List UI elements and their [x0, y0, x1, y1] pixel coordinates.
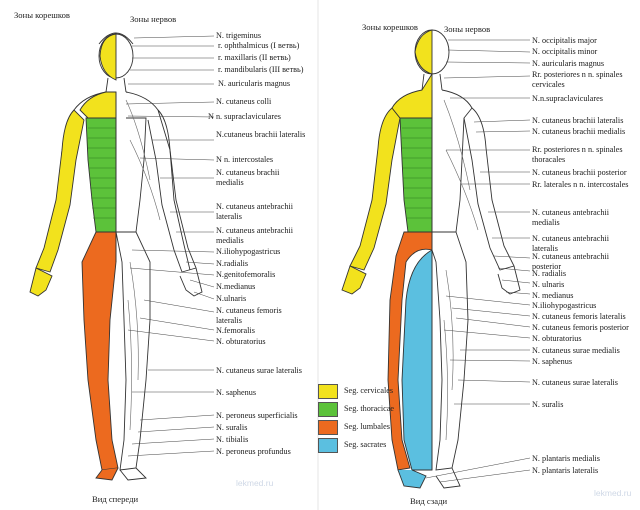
back-label: N. cutaneus surae medialis — [532, 346, 620, 355]
front-label: r. ophthalmicus (I ветвь) — [218, 41, 300, 50]
front-label: N. trigeminus — [216, 31, 262, 40]
front-label: N. saphenus — [216, 388, 257, 397]
front-label: N.medianus — [216, 282, 256, 291]
front-caption: Вид спереди — [92, 494, 139, 504]
front-label: N.ulnaris — [216, 294, 247, 303]
front-label: N. suralis — [216, 423, 248, 432]
legend-label: Seg. sacrates — [344, 440, 387, 449]
back-label: N. auricularis magnus — [532, 59, 605, 68]
back-label: N. occipitalis minor — [532, 47, 598, 56]
front-label: N.femoralis — [216, 326, 255, 335]
legend-swatch — [318, 402, 338, 417]
back-label: N.iliohypogastricus — [532, 301, 597, 310]
back-thoracic-zone — [399, 117, 433, 233]
back-figure — [341, 29, 521, 489]
front-label: N.radialis — [216, 259, 249, 268]
front-label: N. cutaneus brachii medialis — [216, 168, 280, 187]
legend-label: Seg. cervicales — [344, 386, 394, 395]
front-label: N. peroneus superficialis — [216, 411, 298, 420]
back-label: N. cutaneus femoris posterior — [532, 323, 629, 332]
watermark-back: lekmed.ru — [594, 488, 632, 498]
front-label: N. cutaneus surae lateralis — [216, 366, 302, 375]
back-label: N. occipitalis major — [532, 36, 597, 45]
back-label: N. plantaris lateralis — [532, 466, 599, 475]
front-arm-zone — [35, 109, 85, 273]
front-label: N.genitofemoralis — [216, 270, 276, 279]
legend-label: Seg. lumbales — [344, 422, 390, 431]
front-header-nerves: Зоны нервов — [130, 14, 177, 24]
legend-label: Seg. thoracicae — [344, 404, 395, 413]
back-label: N. saphenus — [532, 357, 573, 366]
back-label: N. ulnaris — [532, 280, 565, 289]
front-label: N n. supraclaviculares — [208, 112, 281, 121]
front-thoracic-zone — [85, 117, 117, 233]
back-label: N. radialis — [532, 269, 567, 278]
front-label: N. peroneus profundus — [216, 447, 291, 456]
back-label: N.n.supraclaviculares — [532, 94, 603, 103]
front-label: r. mandibularis (III ветвь) — [218, 65, 304, 74]
back-label: N. medianus — [532, 291, 574, 300]
front-head-zone — [99, 33, 117, 81]
legend-swatch — [318, 384, 338, 399]
back-label: N. cutaneus brachii medialis — [532, 127, 626, 136]
front-leg-zone — [81, 231, 119, 471]
front-label: N. obturatorius — [216, 337, 266, 346]
back-lumbar-zone — [387, 231, 433, 471]
back-label: N. cutaneus brachii posterior — [532, 168, 627, 177]
front-figure — [29, 32, 203, 481]
legend-swatch — [318, 438, 338, 453]
front-header-roots: Зоны корешков — [14, 10, 70, 20]
back-label: N. suralis — [532, 400, 564, 409]
back-label: Rr. posteriores n n. spinales thoracales — [532, 145, 623, 164]
front-label: N. tibialis — [216, 435, 249, 444]
front-label: r. maxillaris (II ветвь) — [218, 53, 291, 62]
front-label: N. auricularis magnus — [218, 79, 291, 88]
back-header-nerves: Зоны нервов — [444, 24, 491, 34]
front-leader-lines — [125, 35, 215, 457]
back-label: N. cutaneus brachii lateralis — [532, 116, 624, 125]
back-label: Rr. laterales n n. intercostales — [532, 180, 629, 189]
front-label: N. cutaneus antebrachii lateralis — [216, 202, 294, 221]
back-label: N. cutaneus antebrachii lateralis — [532, 234, 610, 253]
back-label: N. cutaneus antebrachii medialis — [532, 208, 610, 227]
front-label: N n. intercostales — [216, 155, 274, 164]
back-label: N. cutaneus surae lateralis — [532, 378, 618, 387]
front-label: N. cutaneus colli — [216, 97, 272, 106]
watermark-front: lekmed.ru — [236, 478, 274, 488]
back-label: N. cutaneus antebrachii posterior — [532, 252, 610, 271]
back-header-roots: Зоны корешков — [362, 22, 418, 32]
back-leader-lines — [425, 39, 531, 483]
back-label: N. plantaris medialis — [532, 454, 600, 463]
front-label: N.cutaneus brachii lateralis — [216, 130, 306, 139]
back-caption: Вид сзади — [410, 496, 448, 506]
back-sacral-zone — [401, 249, 433, 471]
front-label: N.iliohypogastricus — [216, 247, 281, 256]
legend-swatch — [318, 420, 338, 435]
back-label: N. cutaneus femoris lateralis — [532, 312, 626, 321]
back-label: Rr. posteriores n n. spinales cervicales — [532, 70, 623, 89]
front-label: N. cutaneus antebrachii medialis — [216, 226, 294, 245]
back-arm-zone — [349, 107, 401, 271]
back-label: N. obturatorius — [532, 334, 582, 343]
front-label: N. cutaneus femoris lateralis — [216, 306, 282, 325]
